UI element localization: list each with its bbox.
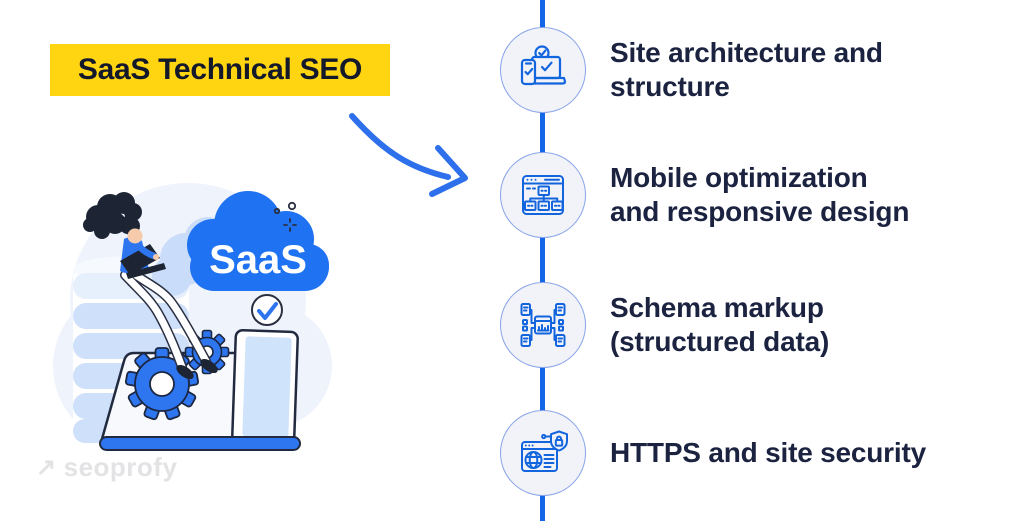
timeline-item-label: HTTPS and site security: [610, 437, 926, 468]
timeline-item-https-security: HTTPS and site security: [500, 408, 926, 498]
title-highlight: SaaS Technical SEO: [50, 44, 390, 96]
timeline-item-schema-markup: Schema markup (structured data): [500, 280, 829, 370]
saas-illustration: SaaS: [38, 181, 338, 455]
cloud-label: SaaS: [209, 238, 307, 282]
timeline-item-mobile-optimization: Mobile optimization and responsive desig…: [500, 150, 909, 240]
timeline-node: [500, 27, 586, 113]
logo-arrow-icon: ↗: [36, 454, 57, 481]
timeline-node: [500, 410, 586, 496]
timeline-item-label: Site architecture and structure: [610, 37, 883, 102]
schema-markup-icon: [520, 303, 566, 347]
devices-check-icon: [520, 45, 567, 86]
logo-text: seoprofy: [63, 452, 178, 482]
curved-arrow-icon: [332, 106, 480, 210]
decor-sparkles: [273, 201, 297, 232]
saas-cloud: SaaS: [187, 191, 329, 291]
person-illustration: [83, 192, 218, 380]
check-badge-icon: [251, 294, 283, 326]
timeline-line: [540, 0, 545, 521]
timeline-item-label: Schema markup (structured data): [610, 292, 830, 357]
timeline-item-site-architecture: Site architecture and structure: [500, 25, 883, 115]
timeline-node: [500, 282, 586, 368]
timeline-node: [500, 152, 586, 238]
timeline-item-label: Mobile optimization and responsive desig…: [610, 162, 910, 227]
tablet-icon: [231, 328, 299, 446]
sitemap-browser-icon: [522, 175, 564, 215]
page-title: SaaS Technical SEO: [77, 53, 363, 86]
seoprofy-logo: ↗ seoprofy: [36, 452, 177, 483]
laptop-base: [99, 436, 301, 451]
https-security-icon: [521, 430, 568, 472]
